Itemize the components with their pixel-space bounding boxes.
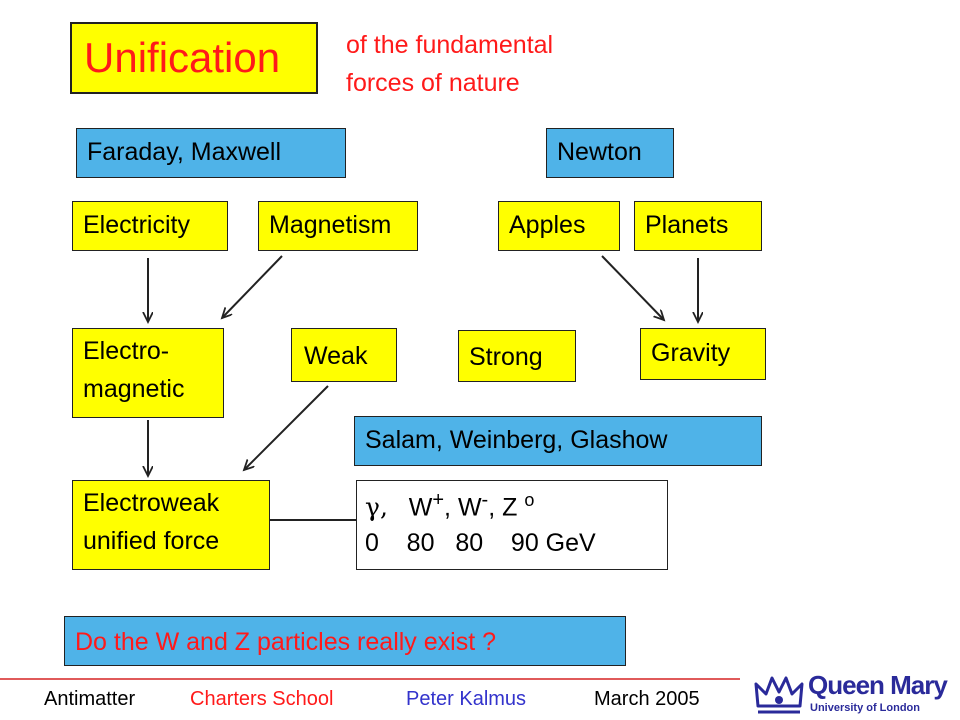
title-box: Unification [70, 22, 318, 94]
electromagnetic-label-2: magnetic [83, 375, 185, 403]
electromagnetic-box: Electro- magnetic [72, 328, 224, 418]
faraday-maxwell-box: Faraday, Maxwell [76, 128, 346, 178]
comma-1: , [444, 493, 451, 522]
salam-weinberg-glashow-box: Salam, Weinberg, Glashow [354, 416, 762, 466]
salam-weinberg-glashow-label: Salam, Weinberg, Glashow [365, 426, 668, 454]
electromagnetic-label-1: Electro- [83, 337, 170, 365]
electricity-label: Electricity [83, 211, 190, 239]
w-plus-sup: + [432, 489, 445, 511]
magnetism-box: Magnetism [258, 201, 418, 251]
question-box: Do the W and Z particles really exist ? [64, 616, 626, 666]
question-text: Do the W and Z particles really exist ? [75, 628, 496, 656]
bosons-box: γ, W+, W-, Z o 0 80 80 90 GeV [356, 480, 668, 570]
subtitle-line-1: of the fundamental [346, 31, 554, 59]
logo-name: Queen Mary [808, 670, 948, 700]
strong-box: Strong [458, 330, 576, 382]
planets-box: Planets [634, 201, 762, 251]
electricity-box: Electricity [72, 201, 228, 251]
w-minus: W [457, 493, 482, 522]
apples-label: Apples [509, 211, 586, 239]
w-plus: W [408, 493, 433, 522]
newton-box: Newton [546, 128, 674, 178]
electroweak-label-1: Electroweak [83, 489, 220, 517]
subtitle: of the fundamental forces of nature [346, 26, 646, 102]
arrow-weak-to-electroweak [244, 385, 329, 470]
footer-author: Peter Kalmus [406, 688, 527, 710]
z-sup: o [524, 490, 535, 510]
footer-school: Charters School [190, 688, 334, 710]
newton-label: Newton [557, 138, 642, 166]
gravity-label: Gravity [651, 339, 731, 367]
logo-subtitle: University of London [810, 702, 920, 714]
footer-date: March 2005 [594, 688, 700, 710]
footer-divider [0, 678, 740, 680]
electroweak-label-2: unified force [83, 527, 220, 555]
comma-z: , Z [488, 493, 518, 522]
subtitle-line-2: forces of nature [346, 69, 520, 97]
arrow-apples-to-gravity [601, 255, 664, 320]
magnetism-label: Magnetism [269, 211, 392, 239]
boson-masses: 0 80 80 90 GeV [365, 529, 596, 557]
w-minus-sup: - [481, 489, 489, 511]
crown-icon [754, 676, 804, 714]
planets-label: Planets [645, 211, 729, 239]
queen-mary-logo: Queen Mary University of London [752, 668, 952, 720]
title-text: Unification [84, 34, 281, 81]
electroweak-box: Electroweak unified force [72, 480, 270, 570]
gamma-symbol: γ, [365, 492, 388, 522]
gravity-box: Gravity [640, 328, 766, 380]
arrow-magnetism-to-electromagnetic [222, 255, 283, 318]
apples-box: Apples [498, 201, 620, 251]
bosons-line: γ, W+, W-, Z o [365, 489, 534, 522]
faraday-maxwell-label: Faraday, Maxwell [87, 138, 282, 166]
strong-label: Strong [469, 343, 543, 371]
weak-box: Weak [291, 328, 397, 382]
weak-label: Weak [304, 342, 368, 370]
footer-antimatter: Antimatter [44, 688, 136, 710]
